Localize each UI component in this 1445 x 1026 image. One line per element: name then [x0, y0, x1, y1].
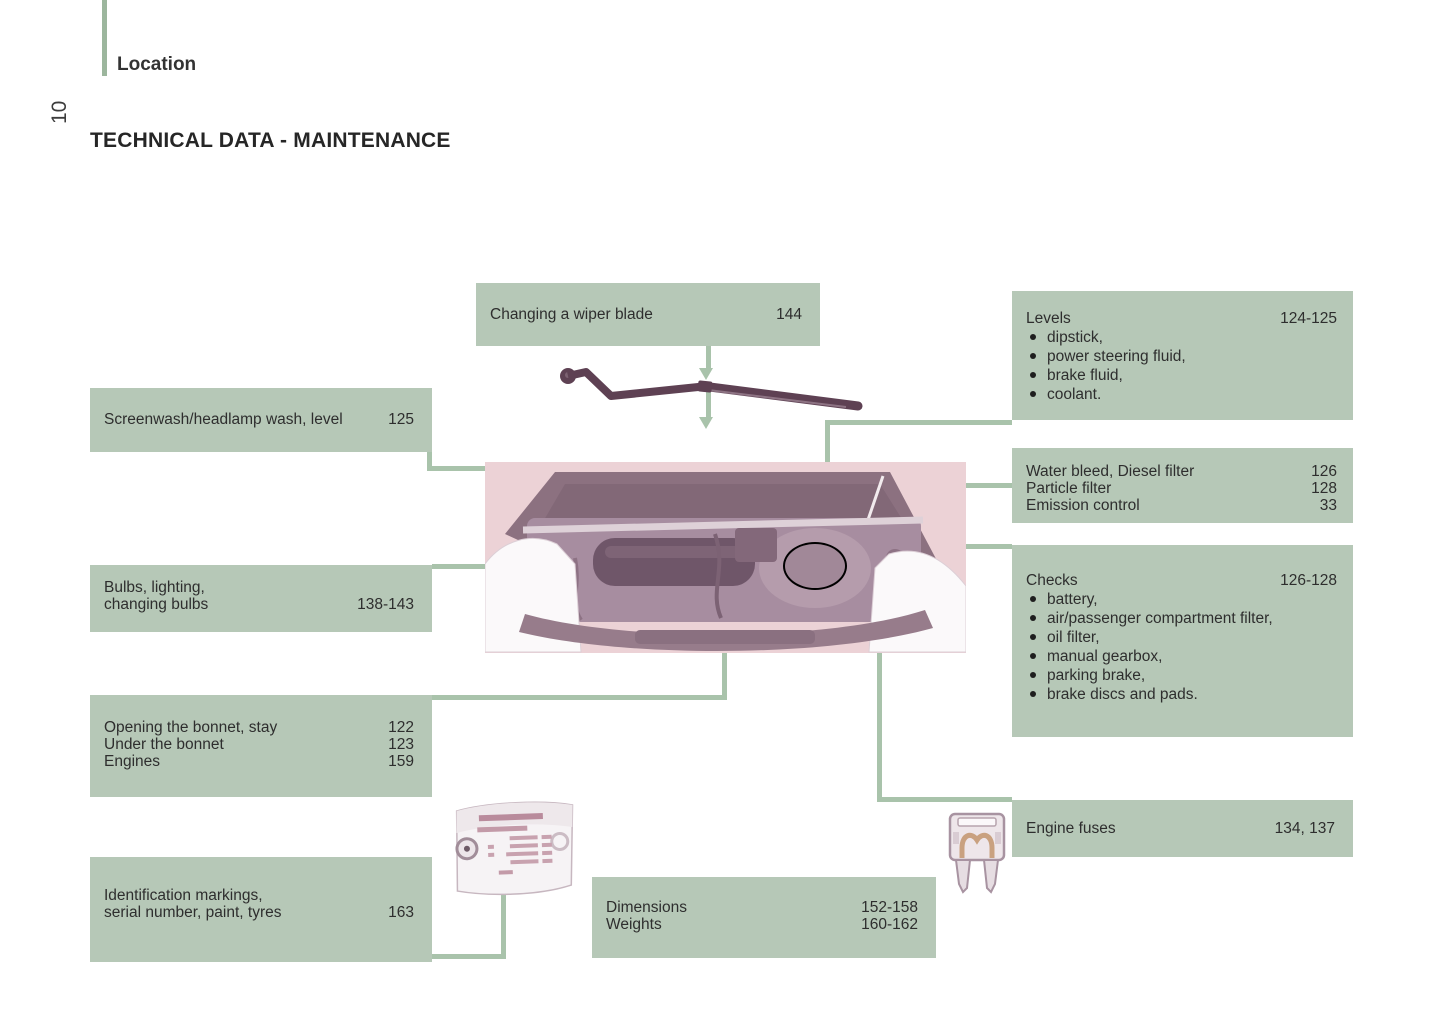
connector-fuses-h [877, 797, 1012, 802]
callout-label: Identification markings, [104, 887, 263, 904]
bullet-item: power steering fluid, [1026, 347, 1337, 366]
bullet-icon [1030, 614, 1036, 621]
bullet-icon [1030, 690, 1036, 697]
arrowhead-down-icon [699, 368, 713, 380]
page-ref: 134, 137 [1274, 819, 1335, 837]
callout-label: Levels [1026, 310, 1071, 327]
callout-label: Bulbs, lighting, [104, 579, 205, 596]
connector-levels-h [825, 420, 1012, 425]
callout-identification: Identification markings, serial number, … [90, 857, 432, 962]
manufacturer-plate-icon [455, 801, 574, 896]
callout-label: Changing a wiper blade [490, 305, 653, 323]
connector-bonnet-h [432, 695, 727, 700]
bullet-icon [1030, 333, 1036, 340]
connector-screenwash-v [427, 452, 432, 468]
engine-fuse-icon [948, 812, 1006, 894]
callout-levels: Levels 124-125 dipstick, power steering … [1012, 291, 1353, 420]
bullet-icon [1030, 390, 1036, 397]
bullet-icon [1030, 371, 1036, 378]
page-title: TECHNICAL DATA - MAINTENANCE [90, 129, 451, 152]
arrowhead-down-icon [699, 417, 713, 429]
callout-checks: Checks 126-128 battery, air/passenger co… [1012, 545, 1353, 737]
bullet-icon [1030, 633, 1036, 640]
bullet-icon [1030, 652, 1036, 659]
callout-label: Engine fuses [1026, 819, 1116, 837]
engine-bay-illustration [485, 462, 966, 653]
bullet-item: parking brake, [1026, 666, 1337, 685]
bullet-icon [1030, 671, 1036, 678]
bullet-icon [1030, 352, 1036, 359]
section-accent-bar [102, 0, 107, 76]
connector-fuses-v [877, 570, 882, 800]
callout-engine-fuses: Engine fuses 134, 137 [1012, 800, 1353, 857]
bullet-item: dipstick, [1026, 328, 1337, 347]
bullet-item: brake fluid, [1026, 366, 1337, 385]
connector-identification-h [432, 954, 506, 959]
bullet-item: oil filter, [1026, 628, 1337, 647]
connector-bulbs [432, 564, 523, 569]
connector-identification-v [501, 893, 506, 959]
page-ref: 125 [388, 411, 414, 428]
connector-levels-v [825, 420, 830, 478]
bullet-item: brake discs and pads. [1026, 685, 1337, 704]
section-label: Location [117, 54, 197, 75]
bullet-item: coolant. [1026, 385, 1337, 404]
wiper-arm-icon [560, 368, 863, 411]
bullet-item: air/passenger compartment filter, [1026, 609, 1337, 628]
page-ref: 144 [776, 305, 802, 323]
bullet-item: battery, [1026, 590, 1337, 609]
bullet-item: manual gearbox, [1026, 647, 1337, 666]
page-ref: 126-128 [1280, 572, 1337, 589]
bullet-icon [1030, 595, 1036, 602]
callout-changing-wiper-blade: Changing a wiper blade 144 [476, 283, 820, 346]
connector-wiper-1 [706, 346, 711, 370]
connector-wiper-2 [706, 392, 711, 419]
page-ref: 124-125 [1280, 310, 1337, 327]
callout-label: Screenwash/headlamp wash, level [104, 411, 343, 428]
callout-label: Checks [1026, 572, 1078, 589]
page-number: 10 [48, 100, 71, 124]
callout-screenwash: Screenwash/headlamp wash, level 125 [90, 388, 432, 452]
